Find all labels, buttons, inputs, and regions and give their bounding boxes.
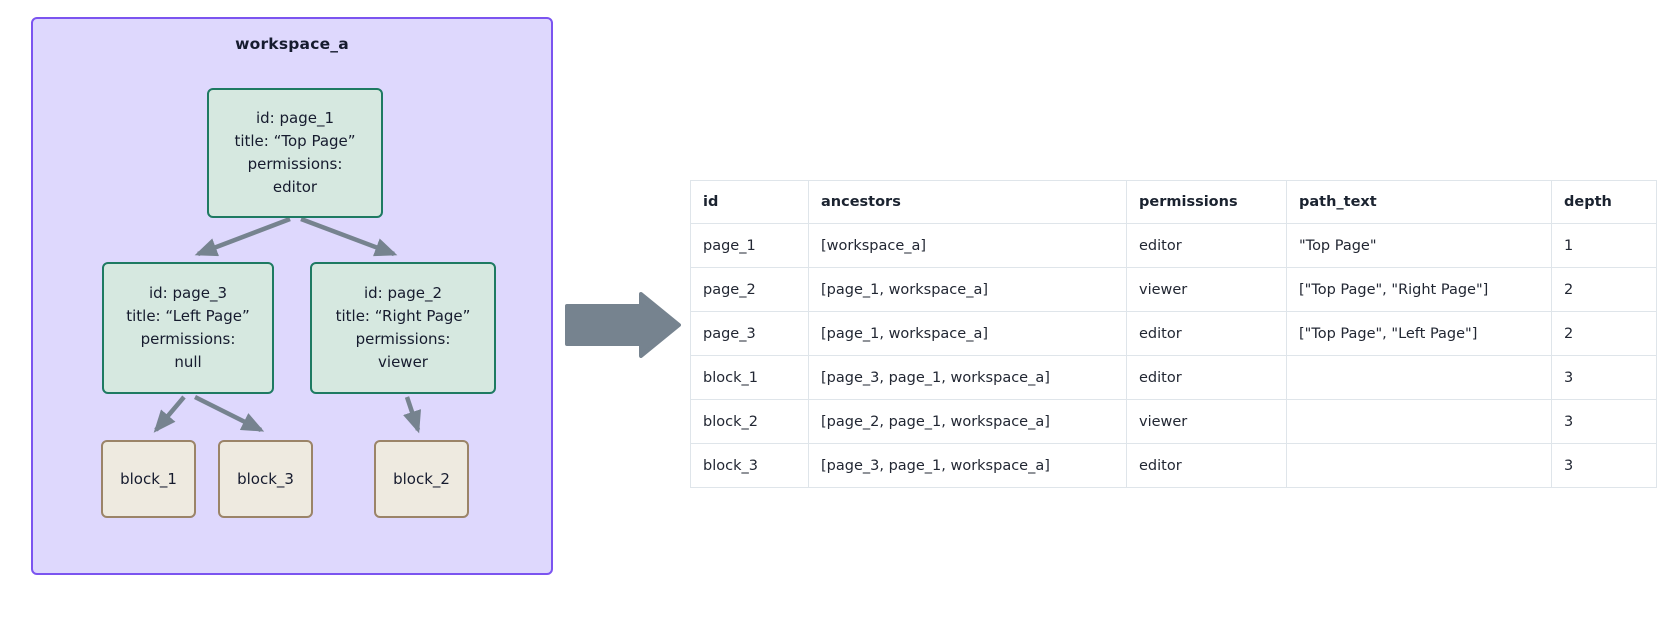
node-page-1-line-1: id: page_1 [255,109,335,128]
cell-depth: 3 [1551,399,1657,444]
cell-permissions: editor [1126,311,1287,356]
cell-ancestors: [page_3, page_1, workspace_a] [808,443,1127,488]
node-page-3-line-3: permissions: [140,330,236,348]
cell-depth: 2 [1551,267,1657,312]
cell-path-text [1286,399,1552,444]
cell-permissions: editor [1126,223,1287,268]
node-page-1-line-4: editor [272,177,318,196]
workspace-title: workspace_a [235,35,349,53]
result-table: id ancestors permissions path_text depth… [690,180,1657,488]
tree-node-block-1[interactable]: block_1 [101,440,196,518]
cell-permissions: editor [1126,355,1287,400]
node-page-2-line-4: viewer [378,352,428,371]
tree-node-block-3[interactable]: block_3 [218,440,313,518]
cell-depth: 1 [1551,223,1657,268]
cell-ancestors: [page_3, page_1, workspace_a] [808,355,1127,400]
cell-permissions: viewer [1126,399,1287,444]
column-header-path-text[interactable]: path_text [1286,180,1552,224]
table-row[interactable]: block_2 [page_2, page_1, workspace_a] vi… [690,399,1657,444]
cell-path-text: ["Top Page", "Left Page"] [1286,311,1552,356]
table-row[interactable]: block_1 [page_3, page_1, workspace_a] ed… [690,355,1657,400]
tree-node-page-3[interactable]: id: page_3 title: “Left Page” permission… [102,262,274,394]
tree-node-page-2[interactable]: id: page_2 title: “Right Page” permissio… [310,262,496,394]
cell-path-text [1286,443,1552,488]
node-page-1-line-3: permissions: [247,155,343,173]
cell-depth: 3 [1551,443,1657,488]
column-header-permissions[interactable]: permissions [1126,180,1287,224]
table-row[interactable]: page_3 [page_1, workspace_a] editor ["To… [690,311,1657,356]
tree-node-block-2[interactable]: block_2 [374,440,469,518]
column-header-depth[interactable]: depth [1551,180,1657,224]
cell-permissions: viewer [1126,267,1287,312]
cell-id: page_1 [690,223,809,268]
node-page-3-line-1: id: page_3 [148,284,228,303]
node-page-3-line-4: null [174,352,202,371]
cell-ancestors: [page_2, page_1, workspace_a] [808,399,1127,444]
node-block-3-label: block_3 [237,470,294,488]
cell-path-text: "Top Page" [1286,223,1552,268]
cell-id: block_2 [690,399,809,444]
node-page-2-line-2: title: “Right Page” [335,307,471,326]
cell-id: page_3 [690,311,809,356]
cell-permissions: editor [1126,443,1287,488]
cell-id: page_2 [690,267,809,312]
column-header-ancestors[interactable]: ancestors [808,180,1127,224]
cell-id: block_3 [690,443,809,488]
cell-path-text: ["Top Page", "Right Page"] [1286,267,1552,312]
cell-depth: 3 [1551,355,1657,400]
table-row[interactable]: page_1 [workspace_a] editor "Top Page" 1 [690,223,1657,268]
cell-path-text [1286,355,1552,400]
node-page-3-line-2: title: “Left Page” [126,307,250,326]
node-page-2-line-1: id: page_2 [363,284,443,303]
table-row[interactable]: block_3 [page_3, page_1, workspace_a] ed… [690,443,1657,488]
column-header-id[interactable]: id [690,180,809,224]
cell-depth: 2 [1551,311,1657,356]
transform-arrow-icon [565,292,681,358]
cell-id: block_1 [690,355,809,400]
cell-ancestors: [page_1, workspace_a] [808,311,1127,356]
tree-node-page-1[interactable]: id: page_1 title: “Top Page” permissions… [207,88,383,218]
node-block-2-label: block_2 [393,470,450,488]
node-block-1-label: block_1 [120,470,177,488]
node-page-1-line-2: title: “Top Page” [234,132,356,151]
table-header-row: id ancestors permissions path_text depth [690,180,1657,224]
cell-ancestors: [workspace_a] [808,223,1127,268]
cell-ancestors: [page_1, workspace_a] [808,267,1127,312]
node-page-2-line-3: permissions: [355,330,451,348]
table-row[interactable]: page_2 [page_1, workspace_a] viewer ["To… [690,267,1657,312]
